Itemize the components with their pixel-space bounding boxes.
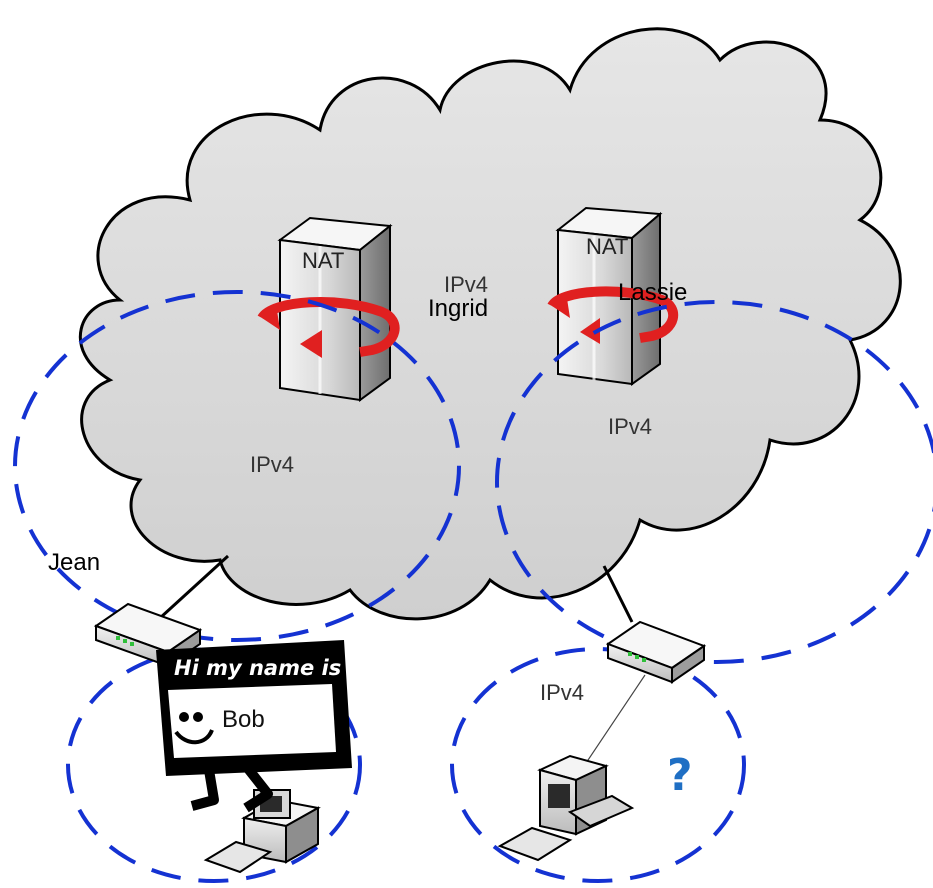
internet-cloud	[79, 27, 902, 621]
name-tag-header: Hi my name is	[174, 656, 341, 680]
computer-right	[497, 754, 635, 862]
zone-right-small	[450, 647, 746, 883]
address-zones	[13, 290, 933, 883]
zone-left-big	[13, 290, 461, 642]
keyboard-icon	[203, 840, 273, 874]
name-tag-white-area	[168, 684, 336, 758]
cable-right-router-to-cloud	[602, 565, 634, 623]
nat-arrow-icon	[547, 286, 679, 344]
character-leg-left	[190, 763, 219, 811]
nat-device-ingrid: NAT	[257, 216, 400, 402]
cable-left-router-to-cloud	[158, 554, 230, 620]
character-eye-right	[193, 712, 203, 722]
zone-right-small-label: IPv4	[540, 680, 584, 705]
nat-tag-ingrid: NAT	[302, 248, 344, 273]
character-mouth	[174, 729, 214, 745]
nat-tag-lassie: NAT	[586, 234, 628, 259]
zone-right-big	[495, 300, 933, 664]
unknown-host-marker: ?	[667, 750, 693, 801]
zone-left-small	[66, 647, 362, 883]
zone-left-big-label: IPv4	[250, 452, 294, 477]
name-tag-name: Bob	[222, 706, 265, 733]
keyboard-icon	[497, 826, 573, 862]
router-name-jean: Jean	[48, 549, 100, 576]
nat-name-lassie: Lassie	[618, 279, 687, 306]
cloud-label: IPv4	[444, 272, 488, 297]
nat-arrow-icon	[257, 296, 400, 358]
router-right	[605, 620, 707, 684]
character-eye-left	[179, 712, 189, 722]
computer-left	[203, 789, 321, 874]
character-leg-right	[242, 762, 273, 813]
nat-name-ingrid: Ingrid	[428, 295, 488, 322]
name-tag-character: Hi my name is Bob	[156, 640, 352, 813]
cable-right-router-to-pc	[577, 674, 646, 776]
zone-right-big-label: IPv4	[608, 414, 652, 439]
